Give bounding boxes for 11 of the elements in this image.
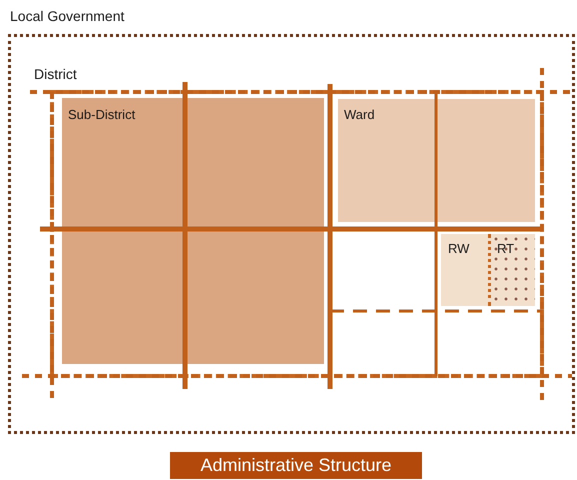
rt-area xyxy=(488,234,535,306)
region-label: Sub-District xyxy=(68,107,136,122)
title-banner: Administrative Structure xyxy=(170,452,422,479)
region-label: Local Government xyxy=(10,8,124,24)
sub-district-area xyxy=(62,98,324,364)
rw-area xyxy=(441,234,535,306)
region-label: RT xyxy=(497,241,514,256)
region-label: District xyxy=(34,66,77,82)
region-label: Ward xyxy=(344,107,375,122)
ward-area xyxy=(338,99,535,222)
region-label: RW xyxy=(448,241,470,256)
